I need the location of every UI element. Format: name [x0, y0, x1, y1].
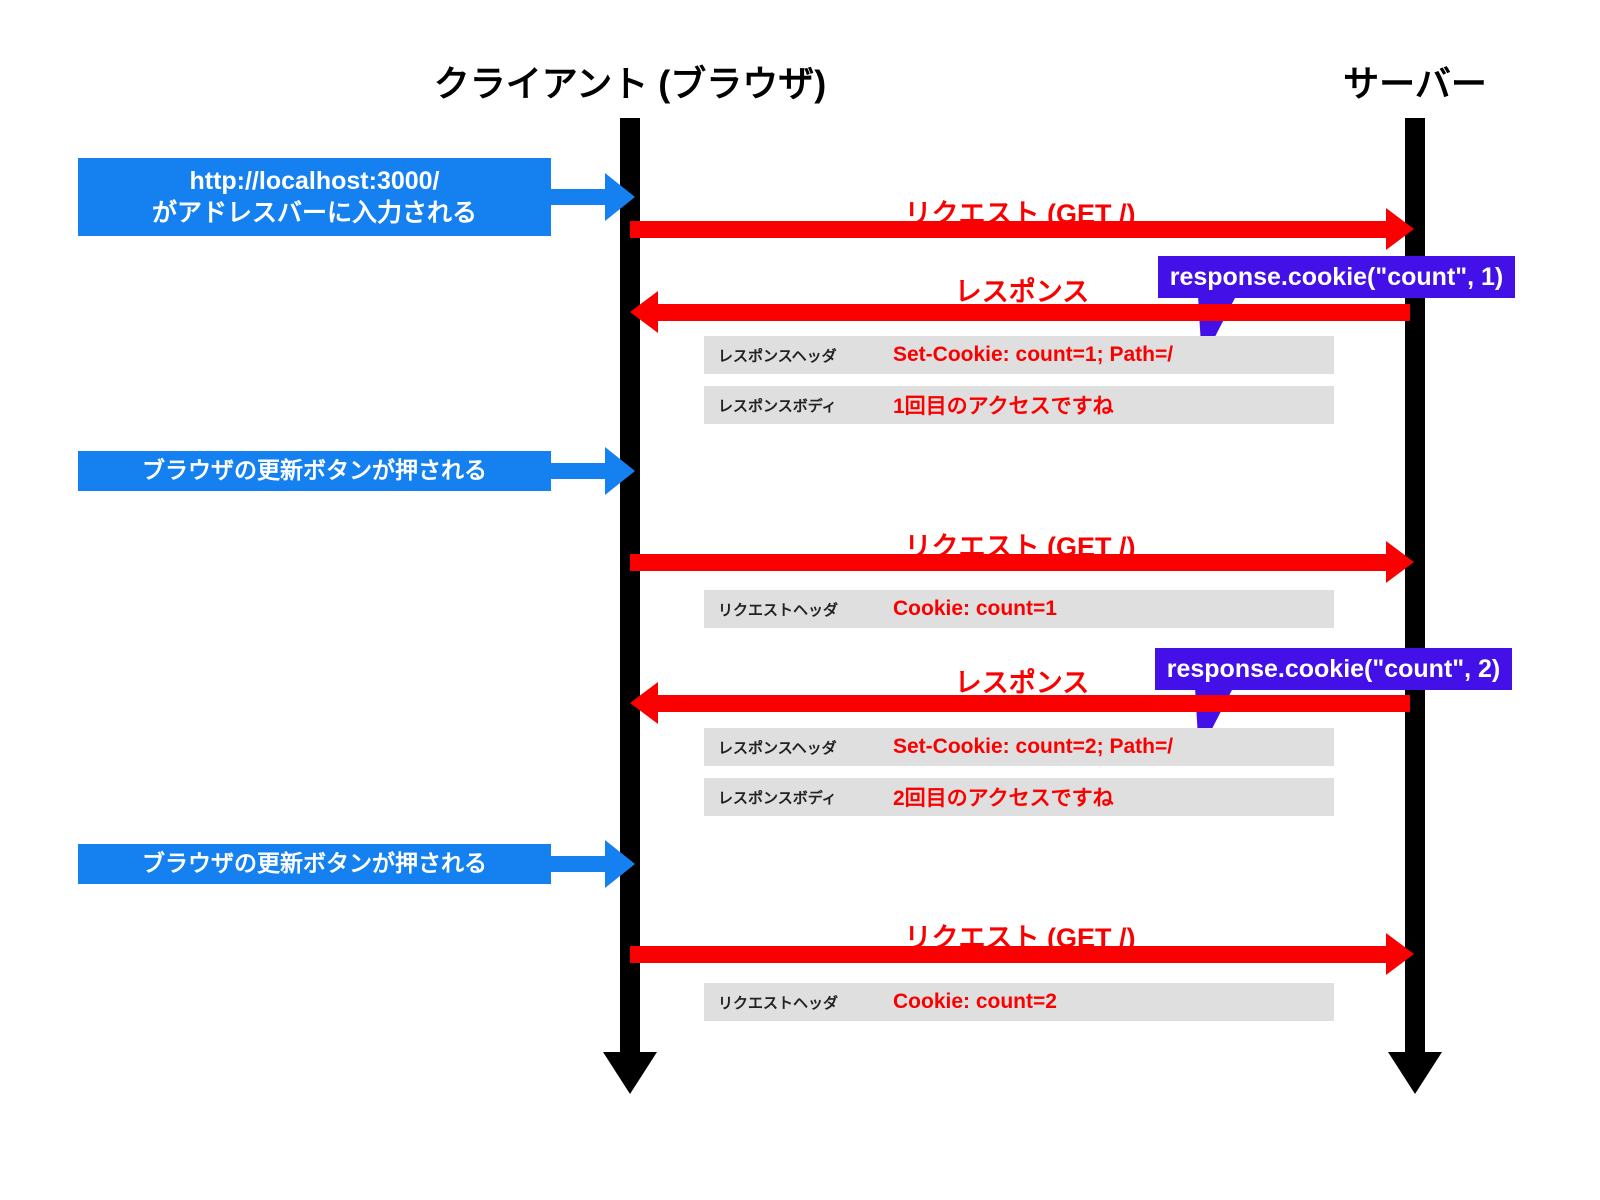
message-arrow-head-request-3	[1386, 933, 1414, 975]
action-box-line1: http://localhost:3000/	[189, 167, 440, 195]
message-arrow-head-response-1	[630, 291, 658, 333]
row-key: レスポンスボディ	[718, 397, 837, 415]
message-arrow-shaft-request-3	[630, 946, 1386, 963]
server-lifeline-arrowhead	[1388, 1052, 1442, 1094]
row-key: リクエストヘッダ	[718, 601, 839, 619]
row-key: レスポンスヘッダ	[718, 347, 837, 365]
action-box-line1: ブラウザの更新ボタンが押される	[142, 457, 487, 484]
row-key: リクエストヘッダ	[718, 994, 839, 1012]
callout-response-cookie-2: response.cookie("count", 2)	[1155, 648, 1512, 690]
action-arrow-head-2	[605, 447, 635, 495]
action-arrow-shaft-3	[551, 856, 613, 872]
table-row: レスポンスボディ 2回目のアクセスですね	[704, 778, 1334, 816]
action-box-line1: ブラウザの更新ボタンが押される	[142, 850, 487, 877]
action-arrow-head-1	[605, 173, 635, 221]
row-value: Cookie: count=1	[893, 597, 1057, 620]
message-label-response-2: レスポンス	[954, 668, 1090, 698]
server-lifeline-bar	[1405, 118, 1425, 1058]
message-arrow-head-request-2	[1386, 541, 1414, 583]
message-arrow-shaft-request-2	[630, 554, 1386, 571]
table-row: レスポンスヘッダ Set-Cookie: count=1; Path=/	[704, 336, 1334, 374]
callout-response-cookie-1: response.cookie("count", 1)	[1158, 256, 1515, 298]
row-value: Cookie: count=2	[893, 990, 1057, 1013]
action-arrow-shaft-1	[551, 189, 613, 205]
row-value: 1回目のアクセスですね	[893, 395, 1114, 418]
action-box-address-bar: http://localhost:3000/ がアドレスバーに入力される	[78, 158, 551, 236]
action-arrow-head-3	[605, 840, 635, 888]
client-lifeline-title: クライアント (ブラウザ)	[433, 63, 827, 104]
table-row: リクエストヘッダ Cookie: count=2	[704, 983, 1334, 1021]
action-box-reload-1: ブラウザの更新ボタンが押される	[78, 451, 551, 491]
message-arrow-shaft-response-2	[658, 695, 1410, 712]
action-arrow-shaft-2	[551, 463, 613, 479]
action-box-reload-2: ブラウザの更新ボタンが押される	[78, 844, 551, 884]
client-lifeline-bar	[620, 118, 640, 1058]
action-box-line2: がアドレスバーに入力される	[151, 199, 477, 227]
row-key: レスポンスヘッダ	[718, 739, 837, 757]
row-value: 2回目のアクセスですね	[893, 787, 1114, 810]
row-value: Set-Cookie: count=1; Path=/	[893, 343, 1174, 366]
row-key: レスポンスボディ	[718, 789, 837, 807]
message-arrow-shaft-request-1	[630, 221, 1386, 238]
table-row: レスポンスヘッダ Set-Cookie: count=2; Path=/	[704, 728, 1334, 766]
server-lifeline-title: サーバー	[1343, 63, 1487, 104]
row-value: Set-Cookie: count=2; Path=/	[893, 735, 1174, 758]
table-row: レスポンスボディ 1回目のアクセスですね	[704, 386, 1334, 424]
message-arrow-head-response-2	[630, 682, 658, 724]
client-lifeline-arrowhead	[603, 1052, 657, 1094]
message-arrow-shaft-response-1	[658, 304, 1410, 321]
message-label-response-1: レスポンス	[954, 277, 1090, 307]
table-row: リクエストヘッダ Cookie: count=1	[704, 590, 1334, 628]
message-arrow-head-request-1	[1386, 208, 1414, 250]
